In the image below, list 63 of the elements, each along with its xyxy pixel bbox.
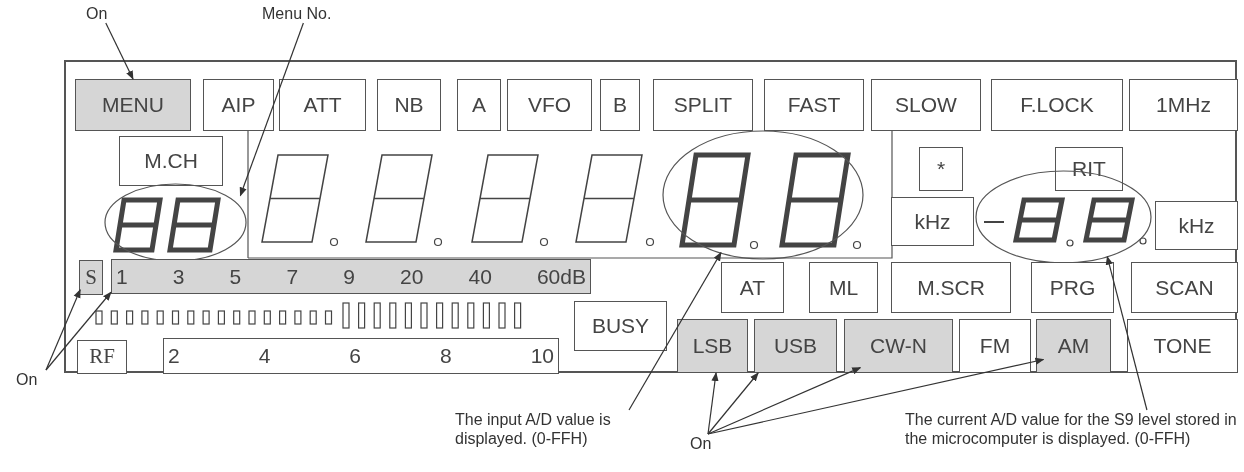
display-indicator: SCAN [1131,262,1238,313]
callout-label: On [690,434,730,453]
scale-number: 40 [468,263,492,290]
meter-scale [163,338,559,374]
display-indicator: FM [959,319,1031,373]
display-indicator: B [600,79,640,131]
display-indicator: A [457,79,501,131]
display-indicator: VFO [507,79,592,131]
leader-arrow [1105,255,1148,411]
display-indicator: M.SCR [891,262,1011,313]
display-indicator: SPLIT [653,79,753,131]
scale-number: 8 [439,343,452,370]
scale-number: 60dB [536,263,586,290]
scale-number: 3 [172,263,185,290]
display-indicator: AM [1036,319,1111,373]
leader-arrow [45,288,81,371]
display-indicator: AT [721,262,784,313]
callout-label: On [86,4,130,23]
scale-number: 9 [343,263,355,290]
scale-number: 1 [116,263,128,290]
display-indicator: M.CH [119,136,223,186]
scale-number: 7 [286,263,299,290]
scale-number: 20 [400,263,424,290]
display-panel [64,60,1237,373]
display-indicator: NB [377,79,441,131]
highlight-ellipse [663,131,863,259]
meter-scale [111,259,591,294]
display-indicator: * [919,147,963,191]
display-indicator: MENU [75,79,191,131]
display-indicator: ATT [279,79,366,131]
leader-arrow [628,251,722,411]
leader-arrow [707,372,719,435]
display-indicator: kHz [891,197,974,246]
display-indicator: AIP [203,79,274,131]
callout-label: On [16,370,56,389]
display-indicator: ML [809,262,878,313]
display-indicator: FAST [764,79,864,131]
leader-arrow [707,367,862,435]
display-indicator: LSB [677,319,748,373]
display-indicator: F.LOCK [991,79,1123,131]
scale-number: 4 [258,343,271,370]
display-indicator: RF [77,340,127,374]
display-indicator: S [79,260,103,295]
leader-arrow [45,291,112,371]
display-indicator: 1MHz [1129,79,1238,131]
callout-label: Menu No. [262,4,354,23]
leader-arrow [707,372,759,435]
display-indicator: TONE [1127,319,1238,373]
display-indicator: kHz [1155,201,1238,250]
scale-number: 2 [168,343,180,370]
leader-arrow [707,357,1045,435]
display-indicator: BUSY [574,301,667,351]
scale-number: 10 [530,343,554,370]
scale-number: 5 [229,263,242,290]
display-indicator: SLOW [871,79,981,131]
display-indicator: PRG [1031,262,1114,313]
leader-arrow [105,22,134,80]
scale-number: 6 [349,343,361,370]
display-indicator: USB [754,319,837,373]
leader-arrow [239,22,304,197]
annotation-text: The input A/D value is displayed. (0-FFH) [455,410,687,448]
display-indicator: CW-N [844,319,953,373]
annotation-text: The current A/D value for the S9 level stored in the microcomputer is displayed. (0-FFH) [905,410,1241,448]
